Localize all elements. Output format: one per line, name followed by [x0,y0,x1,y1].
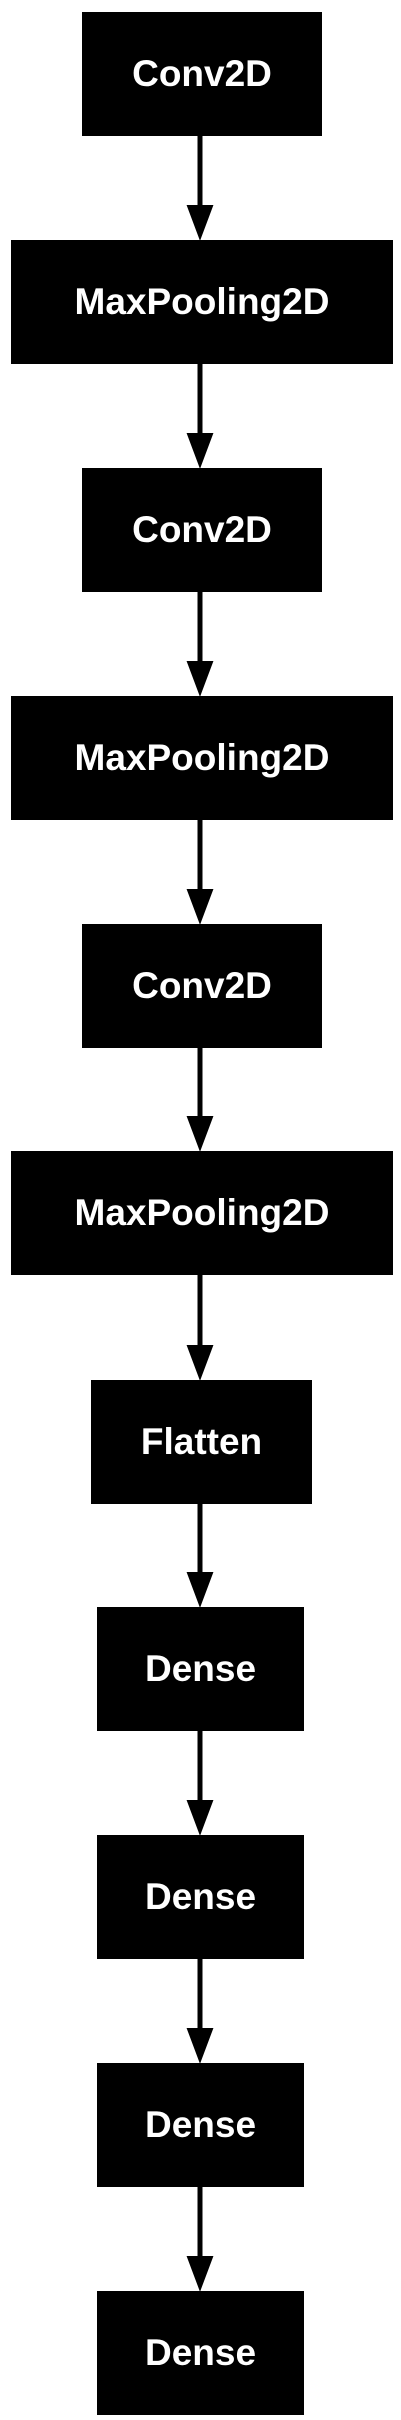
layer-node-dense-3: Dense [97,2063,304,2187]
edge-arrow-n9-n10 [186,1959,214,2064]
layer-node-dense-1: Dense [97,1607,304,1731]
edge-arrow-n6-n7 [186,1275,214,1381]
arrowhead-icon [186,661,214,697]
arrowhead-icon [186,1116,214,1152]
layer-node-flatten: Flatten [91,1380,312,1504]
layer-node-dense-2: Dense [97,1835,304,1959]
layer-node-conv2d-2: Conv2D [82,468,322,592]
edge-arrow-n3-n4 [186,592,214,697]
layer-node-maxpooling2d-3: MaxPooling2D [11,1151,393,1275]
edge-arrow-n8-n9 [186,1731,214,1836]
edge-arrow-n4-n5 [186,820,214,925]
arrowhead-icon [186,889,214,925]
layer-node-conv2d-1: Conv2D [82,12,322,136]
edge-arrow-n1-n2 [186,136,214,241]
layer-node-maxpooling2d-1: MaxPooling2D [11,240,393,364]
layer-node-dense-4: Dense [97,2291,304,2415]
arrowhead-icon [186,1800,214,1836]
arrowhead-icon [186,1345,214,1381]
arrowhead-icon [186,1572,214,1608]
arrowhead-icon [186,433,214,469]
layer-node-conv2d-3: Conv2D [82,924,322,1048]
edge-arrow-n5-n6 [186,1048,214,1152]
arrowhead-icon [186,205,214,241]
arrowhead-icon [186,2256,214,2292]
edge-arrow-n7-n8 [186,1504,214,1608]
layer-node-maxpooling2d-2: MaxPooling2D [11,696,393,820]
edge-arrow-n2-n3 [186,364,214,469]
edge-arrow-n10-n11 [186,2187,214,2292]
arrowhead-icon [186,2028,214,2064]
